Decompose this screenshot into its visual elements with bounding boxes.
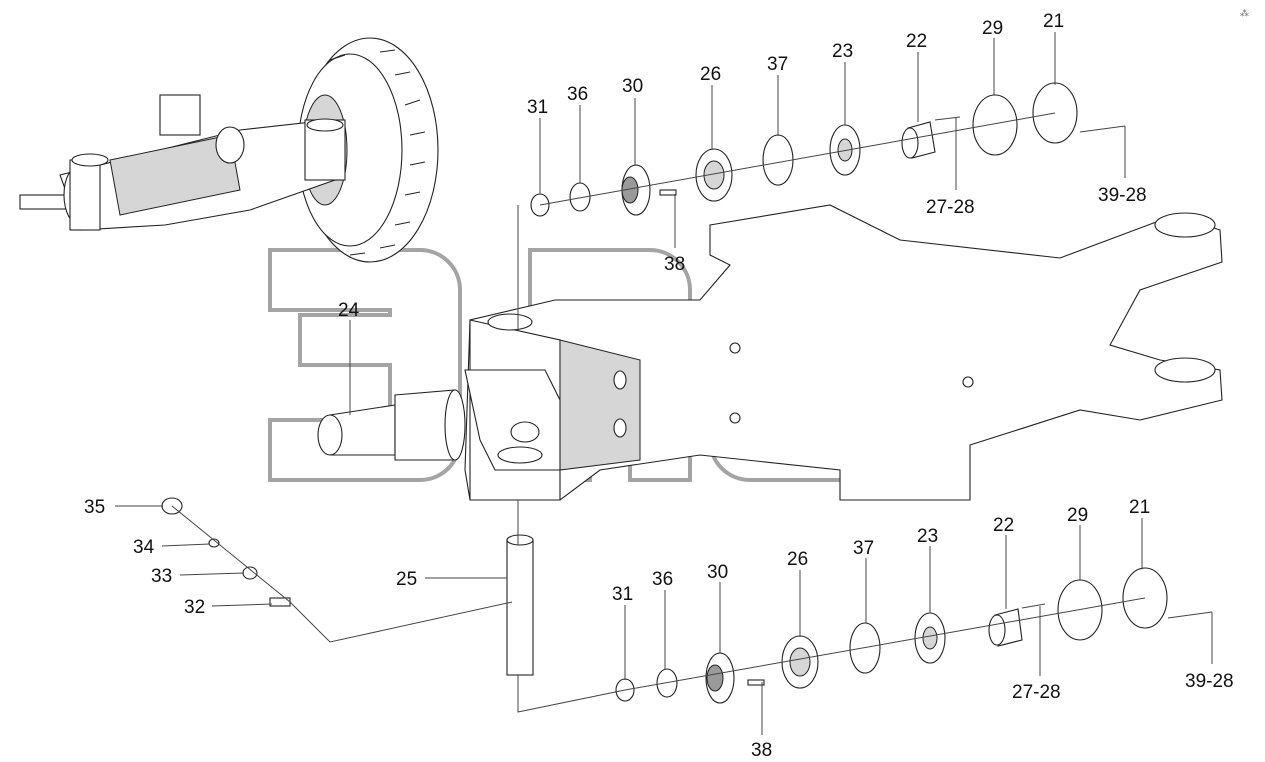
label-29-top: 29 [982,18,1003,39]
part-37-top [762,134,794,186]
label-24: 24 [338,300,360,321]
label-26-top: 26 [700,64,721,85]
label-36-bottom: 36 [652,569,673,590]
label-30-top: 30 [622,76,643,97]
lower-parts-row [615,567,1213,704]
upper-parts-row [530,82,1126,217]
label-26-bottom: 26 [787,549,808,570]
label-34: 34 [133,537,155,558]
label-31-top: 31 [527,97,548,118]
label-37-top: 37 [767,54,788,75]
label-29-bottom: 29 [1067,505,1088,526]
label-39-28-top: 39-28 [1098,185,1147,206]
assembly-lines [171,112,1146,713]
king-pin-and-fasteners [161,497,534,676]
part-34 [208,538,220,548]
label-21-top: 21 [1043,11,1064,32]
label-23-top: 23 [832,41,853,62]
callout-labels: 31 36 30 26 37 23 22 29 21 27-28 39-28 3… [84,11,1234,761]
label-38-bottom: 38 [751,740,772,761]
label-37-bottom: 37 [853,538,874,559]
assembled-axle-with-wheel [19,37,439,263]
label-27-28-top: 27-28 [926,197,975,218]
label-23-bottom: 23 [917,526,938,547]
label-25: 25 [396,569,417,590]
label-39-28-bottom: 39-28 [1185,671,1234,692]
label-38-top: 38 [664,254,685,275]
label-21-bottom: 21 [1129,497,1150,518]
label-31-bottom: 31 [612,584,633,605]
corner-mark: ⁂ [1240,8,1249,18]
label-32: 32 [184,597,205,618]
leader-lines [115,32,1213,735]
part-25 [506,539,534,676]
label-36-top: 36 [567,84,588,105]
label-33: 33 [151,566,172,587]
label-35: 35 [84,497,105,518]
part-38-top [659,189,677,196]
label-27-28-bottom: 27-28 [1012,682,1061,703]
axle-housing [317,204,1223,501]
part-38-bottom [747,679,765,686]
label-30-bottom: 30 [707,562,728,583]
label-22-top: 22 [906,31,927,52]
label-22-bottom: 22 [993,515,1014,536]
part-29-top [972,94,1018,156]
